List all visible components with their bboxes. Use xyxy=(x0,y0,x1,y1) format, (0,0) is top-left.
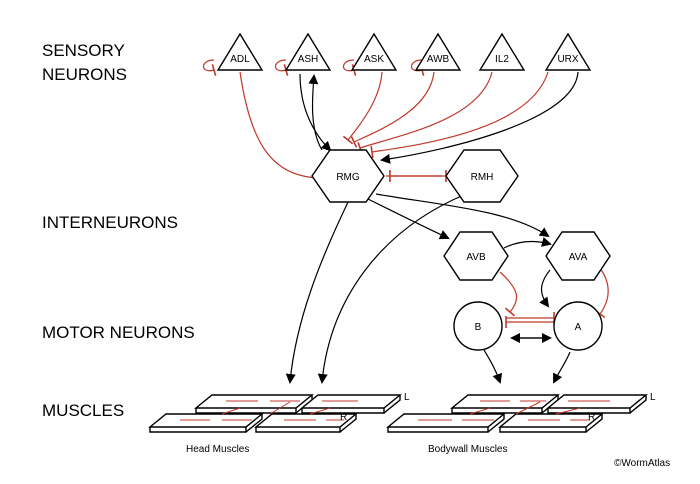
neuron-ask-label: ASK xyxy=(364,54,384,65)
neuron-ava: AVA xyxy=(545,231,611,281)
edge-avb-b xyxy=(499,271,518,317)
neuron-avb-label: AVB xyxy=(466,252,486,263)
edge-adl-rmg xyxy=(239,71,323,185)
edge-rmg-ash xyxy=(308,74,323,151)
neuron-ask: ASK xyxy=(350,32,398,71)
neuron-b-label: B xyxy=(475,322,482,333)
edge-b-muscle xyxy=(483,349,503,384)
neuron-avb: AVB xyxy=(443,231,509,281)
head-muscles: L R Head Muscles xyxy=(148,392,410,455)
neuron-adl: ADL xyxy=(216,32,264,71)
edge-rmg-avb xyxy=(365,197,450,240)
neuron-rmg: RMG xyxy=(311,149,385,203)
edge-ava-a-red xyxy=(594,267,609,319)
edge-rmg-headmuscle xyxy=(285,197,351,384)
neuron-awb: AWB xyxy=(414,32,462,71)
neuron-rmg-label: RMG xyxy=(336,172,360,183)
neuron-ash: ASH xyxy=(284,32,332,71)
sensory-neurons: ADL ASH ASK AWB IL2 URX xyxy=(216,32,592,71)
edge-awb-rmg xyxy=(350,71,435,148)
motor-neurons-label: MOTOR NEURONS xyxy=(42,323,195,342)
head-muscle-plate-1 xyxy=(194,394,314,414)
bodywall-muscle-connections xyxy=(418,400,610,421)
neuron-rmh: RMH xyxy=(445,149,519,203)
head-right-tag: R xyxy=(340,412,347,423)
neuron-il2-label: IL2 xyxy=(495,54,509,65)
edge-ask-rmg xyxy=(342,71,383,145)
interneurons: RMG RMH AVB AVA xyxy=(311,149,611,281)
self-ash xyxy=(274,59,289,76)
edge-rmh-headmuscle xyxy=(317,193,467,384)
sensory-label-line2: NEURONS xyxy=(42,65,127,84)
neuron-awb-label: AWB xyxy=(427,54,450,65)
neuron-ash-label: ASH xyxy=(298,54,319,65)
edge-urx-rmg-red xyxy=(370,71,549,159)
neuron-urx: URX xyxy=(544,32,592,71)
neuron-b: B xyxy=(453,301,503,351)
bodywall-muscle-plate-4 xyxy=(498,413,604,433)
interneurons-label: INTERNEURONS xyxy=(42,213,178,232)
head-muscle-plate-3 xyxy=(148,413,264,433)
bodywall-right-tag: R xyxy=(588,412,595,423)
bodywall-muscle-plate-3 xyxy=(386,413,506,433)
neuron-il2: IL2 xyxy=(478,32,526,71)
neuron-a: A xyxy=(553,301,603,351)
edge-a-muscle xyxy=(553,351,571,384)
self-adl xyxy=(202,59,217,76)
head-muscle-connections xyxy=(180,400,358,421)
connections xyxy=(202,59,609,384)
edge-avb-ava xyxy=(503,237,552,249)
neuron-rmh-label: RMH xyxy=(471,172,494,183)
head-muscle-plate-2 xyxy=(300,394,402,414)
neuron-urx-label: URX xyxy=(557,54,578,65)
edge-rmg-ava xyxy=(375,193,550,238)
sensory-label-line1: SENSORY xyxy=(42,41,125,60)
edge-il2-rmg xyxy=(357,71,493,154)
edge-urx-rmg-black xyxy=(380,71,579,164)
muscles-label: MUSCLES xyxy=(42,401,124,420)
bodywall-muscles-caption: Bodywall Muscles xyxy=(428,444,507,455)
credit-text: ©WormAtlas xyxy=(614,458,670,469)
edge-ash-rmg xyxy=(299,73,332,152)
neuron-a-label: A xyxy=(575,322,582,333)
bodywall-left-tag: L xyxy=(650,392,656,403)
edge-ava-a xyxy=(539,269,551,308)
motor-neurons: B A xyxy=(453,301,603,351)
head-left-tag: L xyxy=(404,392,410,403)
head-muscles-caption: Head Muscles xyxy=(186,444,249,455)
bodywall-muscles: L R Bodywall Muscles xyxy=(386,392,656,455)
bodywall-muscle-plate-2 xyxy=(546,394,648,414)
bodywall-muscle-plate-1 xyxy=(450,394,560,414)
neuron-ava-label: AVA xyxy=(569,252,588,263)
neuron-adl-label: ADL xyxy=(230,54,250,65)
